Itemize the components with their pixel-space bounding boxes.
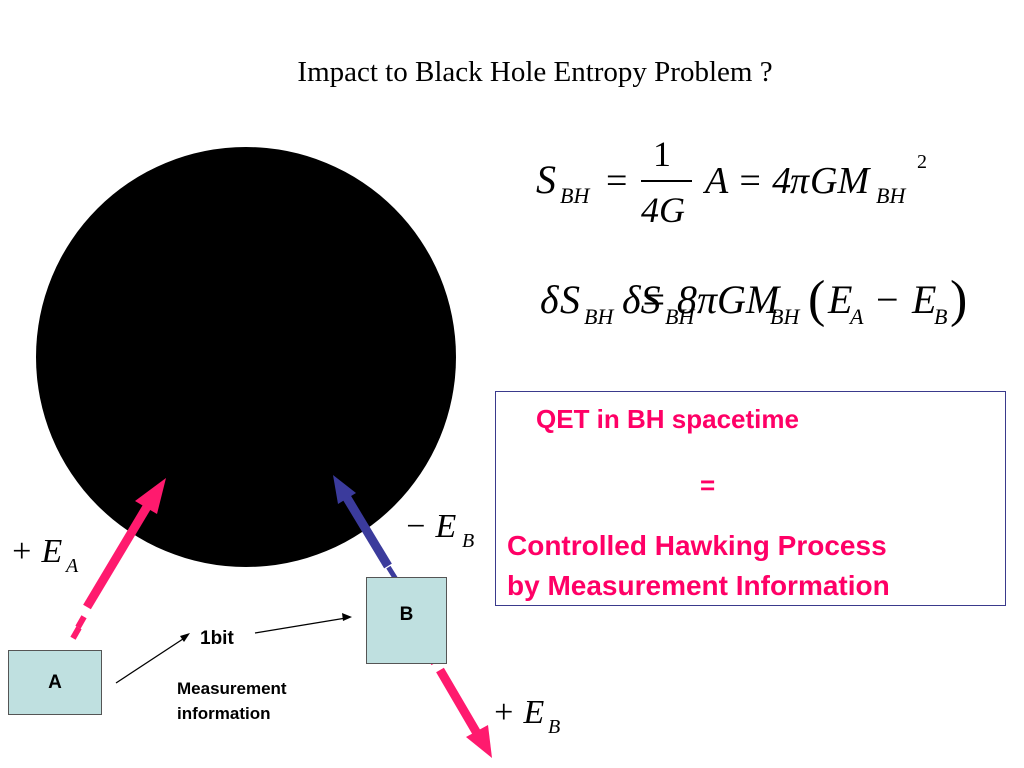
box-b: B xyxy=(366,577,447,664)
qet-description-line1: Controlled Hawking Process xyxy=(507,530,887,561)
eq2-overlap-a-sub: BH xyxy=(665,304,695,329)
svg-text:+ E: + E xyxy=(10,533,62,570)
eq2-s-sub: BH xyxy=(584,304,614,329)
svg-text:B: B xyxy=(548,716,560,738)
eq2-delta: δ xyxy=(540,277,560,322)
eq1-gm-sub: BH xyxy=(876,183,906,208)
label-measurement-line1: Measurement xyxy=(177,679,287,698)
label-measurement-line2: information xyxy=(177,704,271,723)
qet-equals: = xyxy=(700,470,716,500)
eq2-s: S xyxy=(560,277,580,322)
label-measurement: Measurement information xyxy=(177,676,287,726)
svg-text:+ E: + E xyxy=(492,694,544,731)
eq2-overlap-a: δS xyxy=(622,277,661,322)
svg-text:B: B xyxy=(462,530,474,552)
svg-text:A: A xyxy=(64,555,79,577)
eq1-exponent: 2 xyxy=(917,151,927,173)
label-plus-ea: + E A xyxy=(10,533,79,577)
eq1-s-sub: BH xyxy=(560,183,590,208)
eq2-paren-close: ) xyxy=(950,271,967,328)
arrow-measurement-b xyxy=(254,613,352,634)
page-title: Impact to Black Hole Entropy Problem ? xyxy=(297,56,773,88)
eq2-overlap-b-sub: BH xyxy=(770,304,800,329)
eq2-paren-open: ( xyxy=(808,271,825,328)
equation-entropy: S BH = 1 4G A = 4 π GM BH 2 xyxy=(536,134,927,230)
eq1-denominator: 4G xyxy=(641,190,685,230)
eq2-e-b-sub: B xyxy=(934,304,947,329)
svg-text:− E: − E xyxy=(404,508,456,545)
eq2-minus: − xyxy=(876,277,899,322)
label-plus-eb: + E B xyxy=(492,694,560,738)
eq1-rhs: A = 4 xyxy=(702,160,791,202)
equation-variation: δ S BH δS BH = 8πGM BH ( E A − E B ) xyxy=(540,271,967,329)
arrow-measurement-a xyxy=(115,633,190,684)
qet-title: QET in BH spacetime xyxy=(536,404,799,434)
arrow-minus-eb xyxy=(333,475,398,580)
black-hole xyxy=(36,147,456,567)
qet-description: Controlled Hawking Process by Measuremen… xyxy=(507,526,890,606)
qet-description-line2: by Measurement Information xyxy=(507,570,890,601)
eq2-overlap-b: = 8πGM xyxy=(640,277,782,322)
qet-box: QET in BH spacetime = Controlled Hawking… xyxy=(495,391,1006,606)
label-1bit: 1bit xyxy=(200,628,234,649)
eq2-e-a-sub: A xyxy=(848,304,864,329)
label-minus-eb: − E B xyxy=(404,508,474,552)
eq1-numerator: 1 xyxy=(653,134,671,174)
eq2-e-b: E xyxy=(911,277,936,322)
eq1-gm: GM xyxy=(810,160,871,202)
eq1-pi: π xyxy=(790,160,810,202)
box-a: A xyxy=(8,650,102,715)
arrow-plus-ea xyxy=(70,478,166,640)
eq1-s: S xyxy=(536,157,556,202)
eq2-e-a: E xyxy=(827,277,852,322)
eq1-equals: = xyxy=(606,160,627,202)
